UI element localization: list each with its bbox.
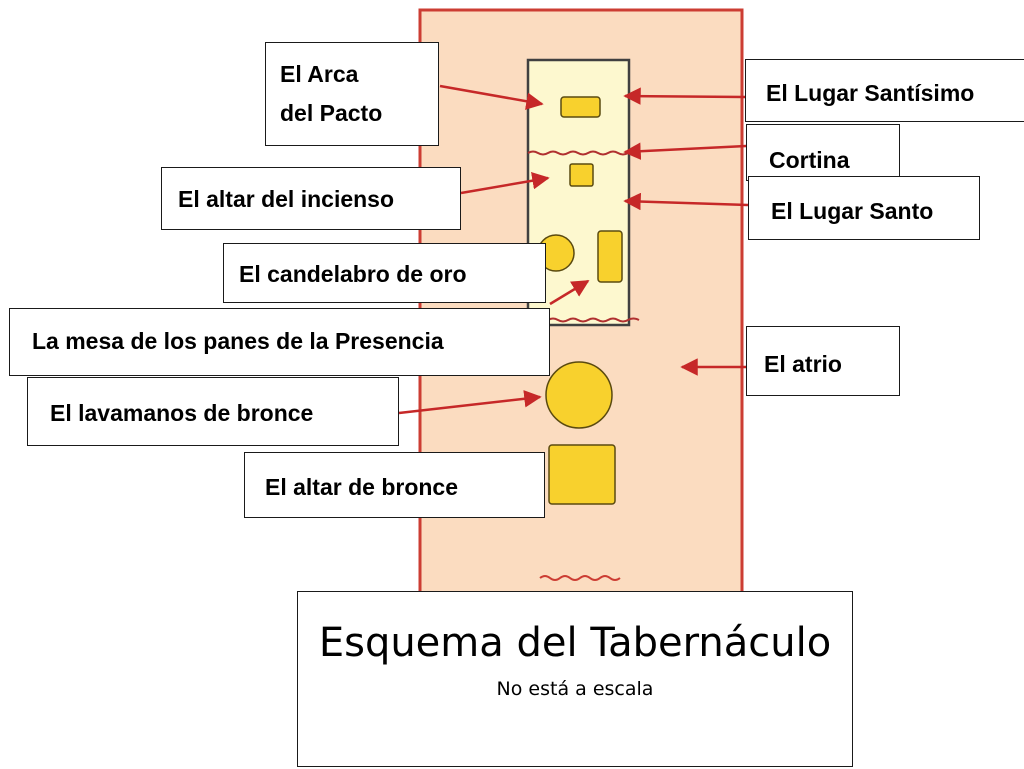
label-mesa-panes-text: La mesa de los panes de la Presencia	[32, 328, 444, 354]
label-atrio-text: El atrio	[764, 351, 842, 377]
label-arca-del-pacto: El Arca del Pacto	[265, 42, 439, 146]
court-gate-curtain	[539, 575, 621, 581]
label-lugar-santo-text: El Lugar Santo	[771, 198, 934, 224]
label-atrio: El atrio	[746, 326, 900, 396]
label-altar-bronce-text: El altar de bronce	[265, 474, 459, 500]
label-lugar-santo: El Lugar Santo	[748, 176, 980, 240]
title-box: Esquema del Tabernáculo No está a escala	[297, 591, 853, 767]
label-candelabro-text: El candelabro de oro	[239, 261, 467, 287]
label-arca-line2: del Pacto	[280, 100, 383, 126]
incense-altar-shape	[569, 163, 594, 187]
arrow-lavamanos	[398, 390, 542, 415]
label-lugar-santisimo-text: El Lugar Santísimo	[766, 80, 975, 106]
label-mesa-panes: La mesa de los panes de la Presencia	[9, 308, 550, 376]
label-cortina: Cortina	[746, 124, 900, 181]
arrow-santo	[623, 192, 749, 211]
label-arca-line1: El Arca	[280, 61, 359, 87]
label-altar-incienso-text: El altar del incienso	[178, 186, 395, 212]
diagram-title: Esquema del Tabernáculo	[318, 620, 832, 666]
arrow-cortina	[623, 142, 747, 160]
arrow-mesa	[549, 279, 590, 306]
arrow-santisimo	[623, 87, 746, 105]
label-lugar-santisimo: El Lugar Santísimo	[745, 59, 1024, 122]
arrow-incienso	[460, 172, 550, 195]
laver-shape	[545, 361, 613, 429]
bronze-altar-shape	[548, 444, 616, 505]
label-cortina-text: Cortina	[769, 147, 850, 173]
label-lavamanos-text: El lavamanos de bronce	[50, 400, 314, 426]
ark-shape	[560, 96, 601, 118]
label-altar-bronce: El altar de bronce	[244, 452, 545, 518]
label-candelabro: El candelabro de oro	[223, 243, 546, 303]
label-altar-incienso: El altar del incienso	[161, 167, 461, 230]
arrow-arca	[439, 84, 544, 110]
veil-curtain	[527, 150, 640, 156]
scale-note: No está a escala	[496, 678, 654, 700]
label-lavamanos: El lavamanos de bronce	[27, 377, 399, 446]
showbread-table-shape	[597, 230, 623, 283]
